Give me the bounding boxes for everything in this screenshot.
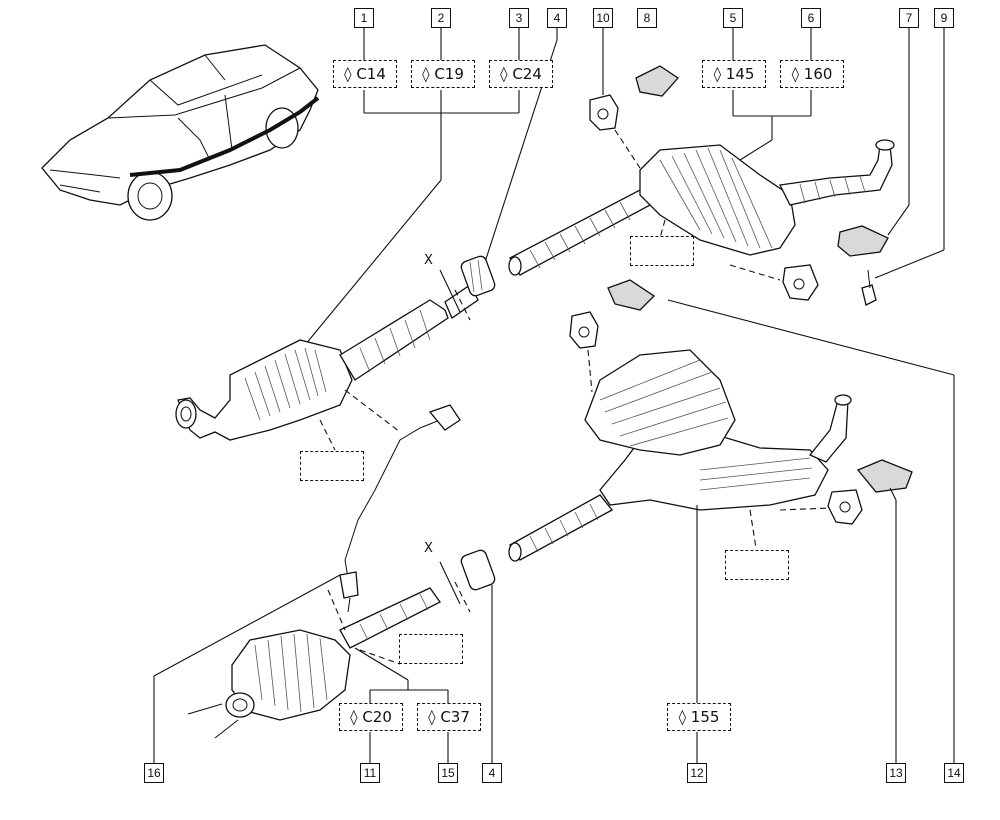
variant-box-c20: ◊ C20	[339, 703, 403, 731]
variant-box-c19: ◊ C19	[411, 60, 475, 88]
ref-box-1: 1	[354, 8, 374, 28]
section-mark-x-bottom: X	[424, 541, 433, 556]
ref-box-16: 16	[144, 763, 164, 783]
blank-dashed-box	[630, 236, 694, 266]
variant-diamond-icon: ◊	[791, 65, 799, 83]
variant-label: C14	[356, 65, 386, 83]
oxygen-sensor	[339, 404, 461, 613]
ref-box-4-top: 4	[547, 8, 567, 28]
variant-label: 145	[725, 65, 755, 83]
variant-label: 155	[690, 708, 720, 726]
variant-diamond-icon: ◊	[422, 65, 430, 83]
blank-dashed-box	[300, 451, 364, 481]
ref-box-4-bottom: 4	[482, 763, 502, 783]
ref-box-2: 2	[431, 8, 451, 28]
blank-dashed-box	[399, 634, 463, 664]
variant-box-c37: ◊ C37	[417, 703, 481, 731]
upper-rubber-mountings	[589, 94, 819, 301]
variant-box-160: ◊ 160	[780, 60, 844, 88]
upper-catalytic-converter	[175, 255, 496, 441]
lower-rubber-mountings	[569, 311, 863, 525]
variant-label: C37	[440, 708, 470, 726]
ref-box-14: 14	[944, 763, 964, 783]
ref-box-6: 6	[801, 8, 821, 28]
variant-box-c14: ◊ C14	[333, 60, 397, 88]
variant-diamond-icon: ◊	[678, 708, 686, 726]
variant-label: 160	[803, 65, 833, 83]
upper-rear-silencer	[639, 139, 895, 256]
ref-box-11: 11	[360, 763, 380, 783]
ref-box-8: 8	[637, 8, 657, 28]
variant-diamond-icon: ◊	[428, 708, 436, 726]
blank-dashed-box	[725, 550, 789, 580]
variant-box-145: ◊ 145	[702, 60, 766, 88]
ref-box-10: 10	[593, 8, 613, 28]
lower-catalytic-converter	[187, 549, 496, 739]
variant-box-c24: ◊ C24	[489, 60, 553, 88]
variant-label: C24	[512, 65, 542, 83]
lower-dashed-links	[327, 349, 831, 665]
ref-box-12: 12	[687, 763, 707, 783]
ref-box-13: 13	[886, 763, 906, 783]
ref-box-7: 7	[899, 8, 919, 28]
section-mark-x-top: X	[424, 253, 433, 268]
car-illustration	[41, 44, 320, 221]
upper-dashed-links	[319, 129, 781, 451]
variant-diamond-icon: ◊	[350, 708, 358, 726]
upper-intermediate-pipe	[508, 189, 651, 276]
ref-box-9: 9	[934, 8, 954, 28]
lower-rear-silencer-assembly	[508, 349, 852, 562]
bottom-leader-lines	[153, 269, 955, 763]
variant-diamond-icon: ◊	[713, 65, 721, 83]
variant-diamond-icon: ◊	[344, 65, 352, 83]
variant-label: C19	[434, 65, 464, 83]
variant-diamond-icon: ◊	[500, 65, 508, 83]
lower-clamps	[607, 279, 913, 493]
upper-clamps	[635, 65, 889, 306]
ref-box-15: 15	[438, 763, 458, 783]
ref-box-5: 5	[723, 8, 743, 28]
variant-label: C20	[362, 708, 392, 726]
variant-box-155: ◊ 155	[667, 703, 731, 731]
ref-box-3: 3	[509, 8, 529, 28]
